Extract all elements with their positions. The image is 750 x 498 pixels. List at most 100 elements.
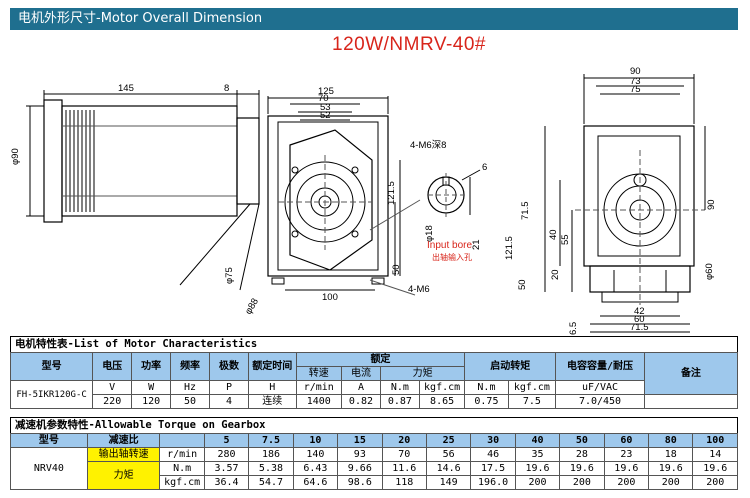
gear-speed-cell: 14 (692, 447, 738, 462)
motor-rated-time: 连续 (247, 394, 297, 409)
dim-71-5-left: 71.5 (520, 202, 531, 221)
motor-h-remarks: 备注 (643, 352, 739, 395)
gear-ratio-cell: 60 (603, 433, 650, 448)
gear-speed-cell: 23 (603, 447, 650, 462)
motor-h-frequency: 频率 (170, 352, 211, 381)
unit-a: A (341, 380, 381, 395)
gear-torque-nm-cell: 14.6 (425, 461, 472, 476)
dim-121-5: 121.5 (386, 181, 397, 205)
gear-torque-kgf-cell: 64.6 (292, 475, 339, 490)
unit-v: V (92, 380, 133, 395)
motor-speed: 1400 (295, 394, 343, 409)
input-bore-detail (427, 169, 481, 217)
gear-speed-cell: 140 (292, 447, 339, 462)
gear-torque-nm-cell: 19.6 (559, 461, 605, 476)
dim-70: 70 (318, 93, 329, 104)
motor-h-current: 电流 (341, 366, 381, 381)
gearbox-side-view (544, 74, 706, 333)
dim-20: 20 (550, 269, 561, 280)
dimension-drawing: 145 8 φ90 125 70 53 52 4-M6深8 6 121.5 21… (0, 30, 750, 336)
gear-nm-unit: N.m (159, 461, 205, 476)
gear-ratio-cell: 30 (470, 433, 516, 448)
gear-torque-kgf-cell: 200 (514, 475, 561, 490)
gear-h-torque: 力矩 (86, 461, 161, 490)
dim-40: 40 (548, 229, 559, 240)
gear-speed-cell: 93 (337, 447, 383, 462)
unit-nm: N.m (379, 380, 420, 395)
gear-ratio-cell: 15 (337, 433, 383, 448)
gear-h-ratio: 减速比 (86, 433, 161, 448)
gear-torque-kgf-cell: 98.6 (337, 475, 383, 490)
gear-speed-cell: 70 (381, 447, 427, 462)
dim-73: 73 (630, 76, 641, 87)
motor-h-torque: 力矩 (379, 366, 466, 381)
dim-125: 125 (318, 86, 334, 97)
dim-42: 42 (634, 306, 645, 317)
dim-100: 100 (322, 292, 338, 303)
motor-poles: 4 (209, 394, 249, 409)
motor-section-title: 电机特性表-List of Motor Characteristics (10, 336, 738, 352)
gear-speed-cell: 280 (203, 447, 250, 462)
motor-h-start-torque: 启动转矩 (464, 352, 557, 381)
gear-torque-nm-cell: 19.6 (692, 461, 738, 476)
dim-8: 8 (224, 83, 229, 94)
unit-w: W (131, 380, 172, 395)
motor-torque-nm: 0.87 (379, 394, 420, 409)
gear-model-cell: NRV40 (10, 447, 88, 490)
gear-speed-cell: 35 (514, 447, 561, 462)
gear-section-title: 减速机参数特性-Allowable Torque on Gearbox (10, 417, 738, 433)
gearbox-front-view (267, 96, 421, 296)
gear-speed-unit: r/min (159, 447, 205, 462)
motor-capacitor: 7.0/450 (555, 394, 645, 409)
gear-ratio-cell: 20 (381, 433, 427, 448)
dim-75: 75 (630, 84, 641, 95)
dim-21: 21 (471, 239, 482, 250)
gear-torque-nm-cell: 6.43 (292, 461, 339, 476)
model-title: 120W/NMRV-40# (332, 34, 486, 55)
dim-145: 145 (118, 83, 134, 94)
motor-h-model: 型号 (9, 352, 94, 381)
gear-ratio-cell: 80 (648, 433, 694, 448)
dim-phi18: φ18 (424, 225, 435, 242)
motor-torque-kgf: 8.65 (418, 394, 466, 409)
gear-torque-nm-cell: 19.6 (603, 461, 650, 476)
unit-h: H (247, 380, 297, 395)
gear-ratio-cell: 50 (559, 433, 605, 448)
gear-speed-cell: 46 (470, 447, 516, 462)
dim-4-m6: 4-M6 (408, 284, 430, 295)
dim-6: 6 (482, 162, 487, 173)
gear-torque-nm-cell: 19.6 (648, 461, 694, 476)
dim-6-5: 6.5 (568, 322, 579, 335)
gear-h-blank (159, 433, 205, 448)
gear-torque-nm-cell: 11.6 (381, 461, 427, 476)
gear-ratio-cell: 40 (514, 433, 561, 448)
motor-h-capacitor: 电容容量/耐压 (555, 352, 645, 381)
motor-table: 型号 电压 功率 频率 极数 额定时间 额定 启动转矩 电容容量/耐压 备注 转… (9, 352, 739, 409)
gear-h-speed: 输出轴转速 (86, 447, 161, 462)
gear-torque-nm-cell: 3.57 (203, 461, 250, 476)
dim-50: 50 (391, 264, 402, 275)
gear-torque-kgf-cell: 200 (692, 475, 738, 490)
gear-torque-nm-cell: 17.5 (470, 461, 516, 476)
motor-frequency: 50 (170, 394, 211, 409)
dim-phi88: φ88 (243, 297, 261, 317)
gear-torque-nm-cell: 19.6 (514, 461, 561, 476)
gear-ratio-cell: 10 (292, 433, 339, 448)
gear-kgf-unit: kgf.cm (159, 475, 205, 490)
dim-90-top: 90 (630, 66, 641, 77)
motor-voltage: 220 (92, 394, 133, 409)
gear-torque-kgf-cell: 36.4 (203, 475, 250, 490)
unit-hz: Hz (170, 380, 211, 395)
dim-71-5-bottom: 71.5 (630, 322, 649, 333)
motor-start-kgf: 7.5 (507, 394, 557, 409)
gear-torque-kgf-cell: 196.0 (470, 475, 516, 490)
gear-torque-kgf-cell: 54.7 (248, 475, 294, 490)
unit-nm-start: N.m (464, 380, 509, 395)
gear-h-model: 型号 (10, 433, 88, 448)
gear-ratio-cell: 7.5 (248, 433, 294, 448)
